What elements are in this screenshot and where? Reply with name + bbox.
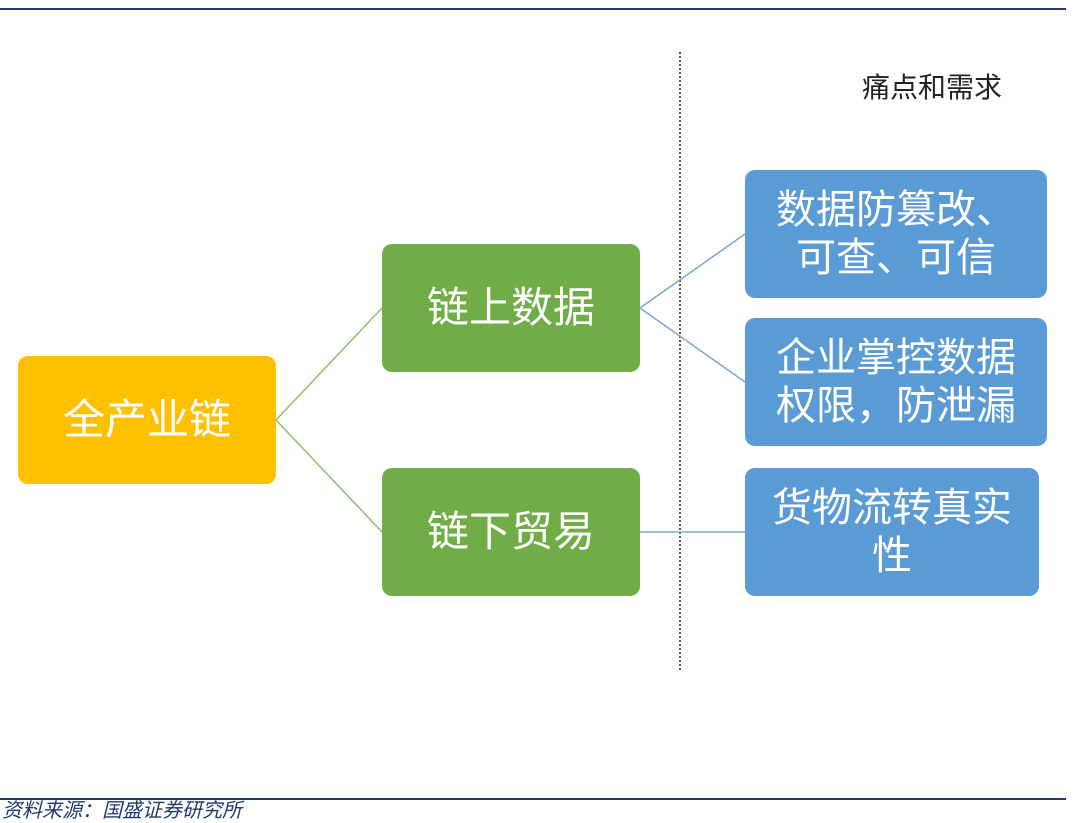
source-note: 资料来源：国盛证券研究所 [2,798,242,822]
need-node-label: 企业掌控数据权限，防泄漏 [776,335,1016,429]
branch-node-off-chain-trade: 链下贸易 [382,468,640,596]
connector-branch-1-to-need-1 [639,233,746,309]
branch-node-label: 链上数据 [426,282,595,332]
need-node-label: 数据防篡改、可查、可信 [776,187,1016,281]
connector-root-to-branch-1 [275,307,383,421]
connector-root-to-branch-2 [275,419,383,533]
top-rule [0,8,1066,10]
branch-node-label: 链下贸易 [426,506,595,556]
dotted-divider [679,52,681,670]
bottom-rule [0,798,1066,800]
root-node: 全产业链 [18,356,276,484]
need-node-data-permission: 企业掌控数据权限，防泄漏 [745,318,1047,446]
branch-node-on-chain-data: 链上数据 [382,244,640,372]
pain-points-heading: 痛点和需求 [862,71,1003,104]
need-node-label: 货物流转真实性 [772,485,1012,579]
need-node-goods-authenticity: 货物流转真实性 [745,468,1039,596]
need-node-tamper-proof: 数据防篡改、可查、可信 [745,170,1047,298]
connector-branch-1-to-need-2 [639,307,746,383]
root-node-label: 全产业链 [62,394,231,444]
